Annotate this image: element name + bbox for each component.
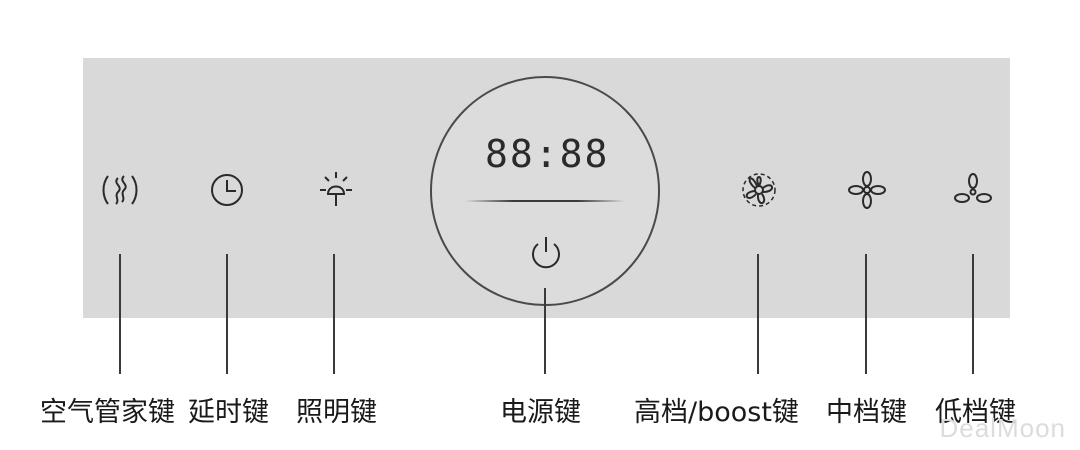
label-power: 电源键 — [500, 397, 581, 428]
leader-line-air — [119, 254, 121, 374]
fan-high-icon[interactable] — [739, 170, 779, 210]
clock-icon[interactable] — [209, 172, 245, 208]
label-low: 低档键 — [935, 397, 1016, 428]
leader-line-high — [757, 254, 759, 374]
leader-line-delay — [226, 254, 228, 374]
label-air-manager: 空气管家键 — [40, 397, 175, 428]
light-bulb-icon[interactable] — [316, 170, 356, 210]
watermark: DealMoon — [939, 413, 1066, 443]
leader-line-light — [333, 254, 335, 374]
time-display: 88:88 — [485, 132, 610, 176]
air-manager-icon[interactable] — [100, 172, 140, 208]
leader-line-mid — [865, 254, 867, 374]
label-high-boost: 高档/boost键 — [634, 397, 799, 428]
leader-line-low — [972, 254, 974, 374]
leader-line-power — [544, 288, 546, 374]
label-mid: 中档键 — [826, 397, 907, 428]
label-light: 照明键 — [296, 397, 377, 428]
power-icon[interactable] — [527, 234, 565, 272]
fan-low-icon[interactable] — [954, 172, 992, 208]
display-divider — [465, 200, 625, 202]
label-delay: 延时键 — [188, 397, 269, 428]
fan-mid-icon[interactable] — [847, 170, 887, 210]
